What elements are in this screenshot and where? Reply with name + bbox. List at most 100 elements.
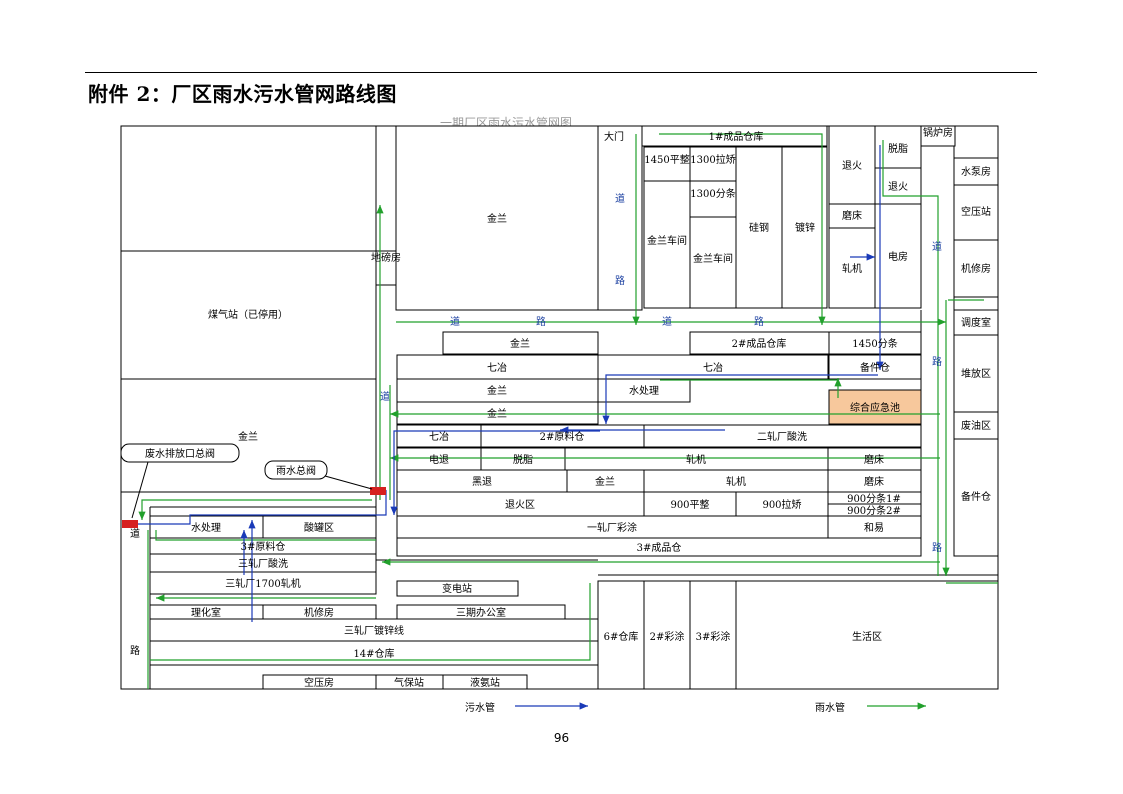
label-ammonia: 液氨站 (470, 676, 500, 689)
legend-sewage-label: 污水管 (465, 701, 495, 714)
label-fentiao900-1: 900分条1# (847, 492, 901, 505)
label-galvanize: 镀锌 (795, 221, 815, 234)
lajiao900 (735, 491, 829, 517)
store14 (149, 640, 599, 666)
label-water-treat2: 水处理 (191, 522, 221, 534)
page-title: 附件 2：厂区雨水污水管网路线图 (88, 82, 397, 106)
outfall-valve-callout: 废水排放口总阀 (120, 443, 240, 519)
label-fg-store2: 2#成品仓库 (732, 337, 787, 350)
label-acid-tank: 酸罐区 (304, 521, 334, 534)
sewage-pipe-5 (390, 430, 600, 515)
label-black-anneal: 黑退 (472, 476, 492, 488)
spare-store-east (953, 438, 999, 557)
label-gas-station: 气保站 (394, 676, 424, 689)
label-rolling1: 轧机 (842, 262, 862, 275)
label-substation: 变电站 (442, 582, 472, 595)
store6 (597, 580, 645, 690)
label-dibang: 地磅房 (371, 251, 401, 264)
gate-area (597, 125, 643, 311)
label-fg-store1: 1#成品仓库 (709, 130, 764, 143)
label-fentiao1300: 1300分条 (690, 187, 735, 200)
label-raw-store3: 3#原料仓 (241, 540, 286, 553)
label-water-treat1: 水处理 (629, 385, 659, 397)
legend-rain-label: 雨水管 (815, 701, 845, 714)
label-dispatch: 调度室 (961, 316, 991, 329)
qiye1 (396, 354, 599, 380)
sewage-pipe-6 (138, 490, 387, 525)
substation (396, 580, 519, 597)
road-label-lu-4: 路 (932, 355, 942, 368)
label-office3: 三期办公室 (456, 606, 506, 619)
road-label-dao-3: 道 (662, 315, 672, 328)
label-galv-line3: 三轧厂镀锌线 (344, 624, 404, 637)
fg-store1 (641, 125, 828, 147)
header-rule (85, 72, 1037, 73)
label-color-coat2: 2#彩涂 (650, 630, 685, 643)
label-emergency-pool: 综合应急池 (850, 401, 900, 414)
page-number: 96 (553, 731, 570, 745)
road-label-dao-2: 道 (450, 315, 460, 328)
label-annealing1: 退火 (842, 160, 862, 172)
label-rolling3: 轧机 (726, 475, 746, 488)
coal-gas-station (120, 250, 377, 380)
label-spare-store1: 备件仓 (961, 490, 991, 503)
jinlan-ws2 (689, 216, 737, 309)
road-label-lu-6: 路 (130, 644, 140, 657)
label-stacking: 堆放区 (961, 367, 991, 380)
label-rolling2: 轧机 (686, 453, 706, 466)
machine-repair1 (953, 239, 999, 298)
label-lajiao900: 900拉矫 (762, 498, 801, 511)
label-color-coat3: 3#彩涂 (696, 630, 731, 643)
waste-oil-area (953, 411, 999, 440)
rolling1 (828, 227, 876, 309)
label-jinlan3: 金兰 (487, 384, 507, 397)
label-hexiang: 和易 (864, 522, 884, 534)
road-label-lu-5: 路 (932, 541, 942, 554)
anneal-zone (396, 491, 645, 517)
water-treat1 (597, 378, 691, 403)
rain-pipe-1 (659, 133, 826, 325)
label-raw-store2: 2#原料仓 (540, 430, 585, 443)
label-pickling3: 三轧厂酸洗 (238, 557, 288, 570)
rain-valve-label: 雨水总阀 (276, 464, 316, 477)
zhengping900 (643, 491, 737, 517)
outfall-valve-icon (122, 520, 138, 528)
label-annealing2: 退火 (888, 181, 908, 193)
label-degrease2: 脱脂 (513, 453, 533, 466)
emergency-pool (828, 389, 922, 425)
rain-pipe-16 (155, 530, 376, 541)
galvanize (781, 146, 828, 309)
lajiao1300 (689, 146, 737, 182)
jinlan-top-block (120, 125, 377, 252)
road-label-dao-5: 道 (380, 390, 390, 403)
rain-pipe-4 (882, 140, 939, 576)
label-silicon-steel: 硅钢 (749, 221, 769, 234)
grinder1 (828, 203, 876, 229)
label-zhengping900: 900平整 (670, 498, 709, 511)
label-zhengping1450: 1450平整 (644, 153, 689, 166)
label-fentiao1450: 1450分条 (852, 337, 897, 350)
label-jinlan-ws2: 金兰车间 (693, 252, 733, 265)
label-waste-oil: 废油区 (961, 419, 991, 432)
label-pickling2: 二轧厂酸洗 (757, 430, 807, 443)
rain-valve-icon (370, 487, 386, 495)
rain-valve-callout: 雨水总阀 (264, 460, 373, 490)
label-jinlan-top: 金兰 (487, 212, 507, 225)
label-qiye2: 七冶 (703, 361, 723, 374)
rain-pipe-18 (138, 499, 372, 520)
label-qiye1: 七冶 (487, 361, 507, 374)
label-fg-store3: 3#成品仓 (637, 541, 682, 554)
label-electro-degrease: 电退 (429, 453, 449, 466)
label-jinlan2: 金兰 (510, 337, 530, 350)
label-store14: 14#仓库 (353, 647, 394, 660)
outfall-valve-label: 废水排放口总阀 (145, 447, 215, 460)
label-lajiao1300: 1300拉矫 (690, 153, 735, 166)
label-power-room: 电房 (888, 250, 908, 263)
label-gate: 大门 (604, 130, 624, 143)
living-area (735, 580, 999, 690)
label-jinlan-ws1: 金兰车间 (647, 234, 687, 247)
label-anneal-zone: 退火区 (505, 499, 535, 511)
label-rolling1700: 三轧厂1700轧机 (225, 577, 300, 590)
label-coal-gas: 煤气站（已停用） (208, 308, 288, 321)
